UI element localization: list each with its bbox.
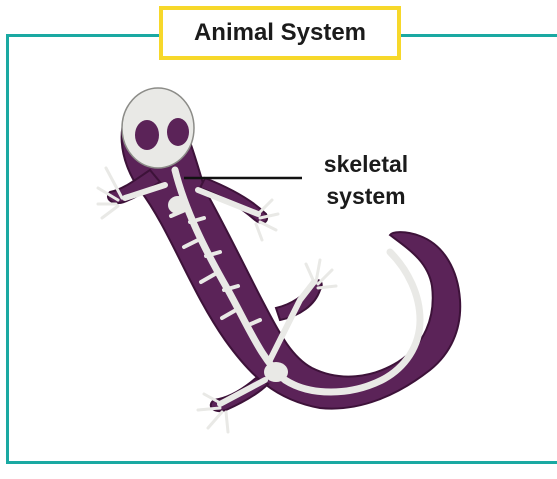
- skeletal-system-label: skeletal system: [296, 148, 436, 212]
- diagram-title: Animal System: [159, 6, 401, 60]
- label-line-1: skeletal: [296, 148, 436, 180]
- skull: [122, 88, 194, 168]
- label-line-2: system: [296, 180, 436, 212]
